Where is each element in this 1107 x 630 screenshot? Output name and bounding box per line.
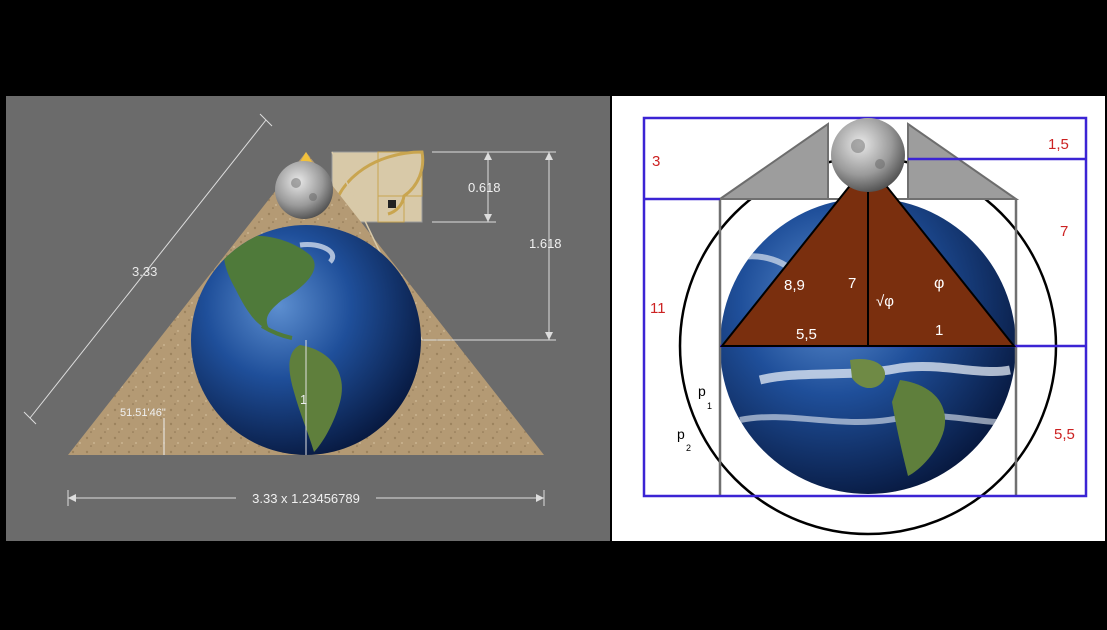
label-1: 1: [935, 322, 943, 339]
moon-crater: [875, 159, 885, 169]
base-label-backdrop: [236, 490, 376, 506]
arrow-head: [545, 152, 553, 160]
slant-dimension-line: [29, 119, 267, 419]
label-7-inner: 7: [848, 275, 856, 292]
slant-tick: [259, 113, 273, 127]
label-p2: p: [677, 426, 685, 442]
slant-label: 3.33: [132, 264, 157, 279]
cloud-band: [758, 361, 1011, 385]
south-america-shape: [892, 380, 946, 476]
arrow-head: [484, 152, 492, 160]
moon-crater: [851, 139, 865, 153]
label-11: 11: [650, 300, 666, 317]
base-label: 3.33 x 1.23456789: [252, 491, 360, 506]
south-america-shape: [289, 345, 342, 452]
radius-label: 1: [300, 392, 307, 407]
cloud-band: [299, 241, 335, 264]
spiral-center-mark: [388, 200, 396, 208]
label-1618: 1.618: [529, 236, 562, 251]
blue-frame-outer: [642, 116, 1088, 498]
central-america-shape: [260, 324, 293, 340]
label-1-5: 1,5: [1048, 136, 1069, 153]
label-8-9: 8,9: [784, 277, 805, 294]
arrow-head: [536, 494, 544, 502]
golden-spiral: [330, 150, 425, 223]
arrow-head: [545, 332, 553, 340]
arrow-head: [68, 494, 76, 502]
central-america-shape: [850, 358, 886, 389]
pyramid-apex-glow: [300, 152, 312, 162]
golden-square-2: [377, 195, 405, 223]
label-sqrt-phi: √φ: [876, 293, 894, 310]
north-america-shape: [223, 235, 315, 330]
moon-crater: [309, 193, 317, 201]
label-7-side: 7: [1060, 223, 1068, 240]
slant-tick: [23, 411, 37, 425]
label-3: 3: [652, 153, 660, 170]
moon-crater: [291, 178, 301, 188]
label-p2-subscript: 2: [686, 443, 691, 453]
label-5-5-inner: 5,5: [796, 326, 817, 343]
left-moon: [275, 161, 333, 219]
spiral-curve: [330, 150, 425, 223]
arrow-head: [484, 214, 492, 222]
label-0618: 0.618: [468, 180, 501, 195]
label-p1-subscript: 1: [707, 401, 712, 411]
label-p1: p: [698, 383, 706, 399]
right-panel: 1,5 3 7 11 5,5 8,9 7 √φ φ 5,5 1 p 1 p 2: [612, 96, 1105, 541]
label-5-5-side: 5,5: [1054, 426, 1075, 443]
angle-label: 51.51'46": [120, 407, 166, 419]
left-panel: 1 3.33 0.618 1.618 51.51'46" 3.33 x 1.23…: [6, 96, 610, 541]
label-phi: φ: [934, 275, 944, 292]
right-moon: [831, 118, 905, 192]
